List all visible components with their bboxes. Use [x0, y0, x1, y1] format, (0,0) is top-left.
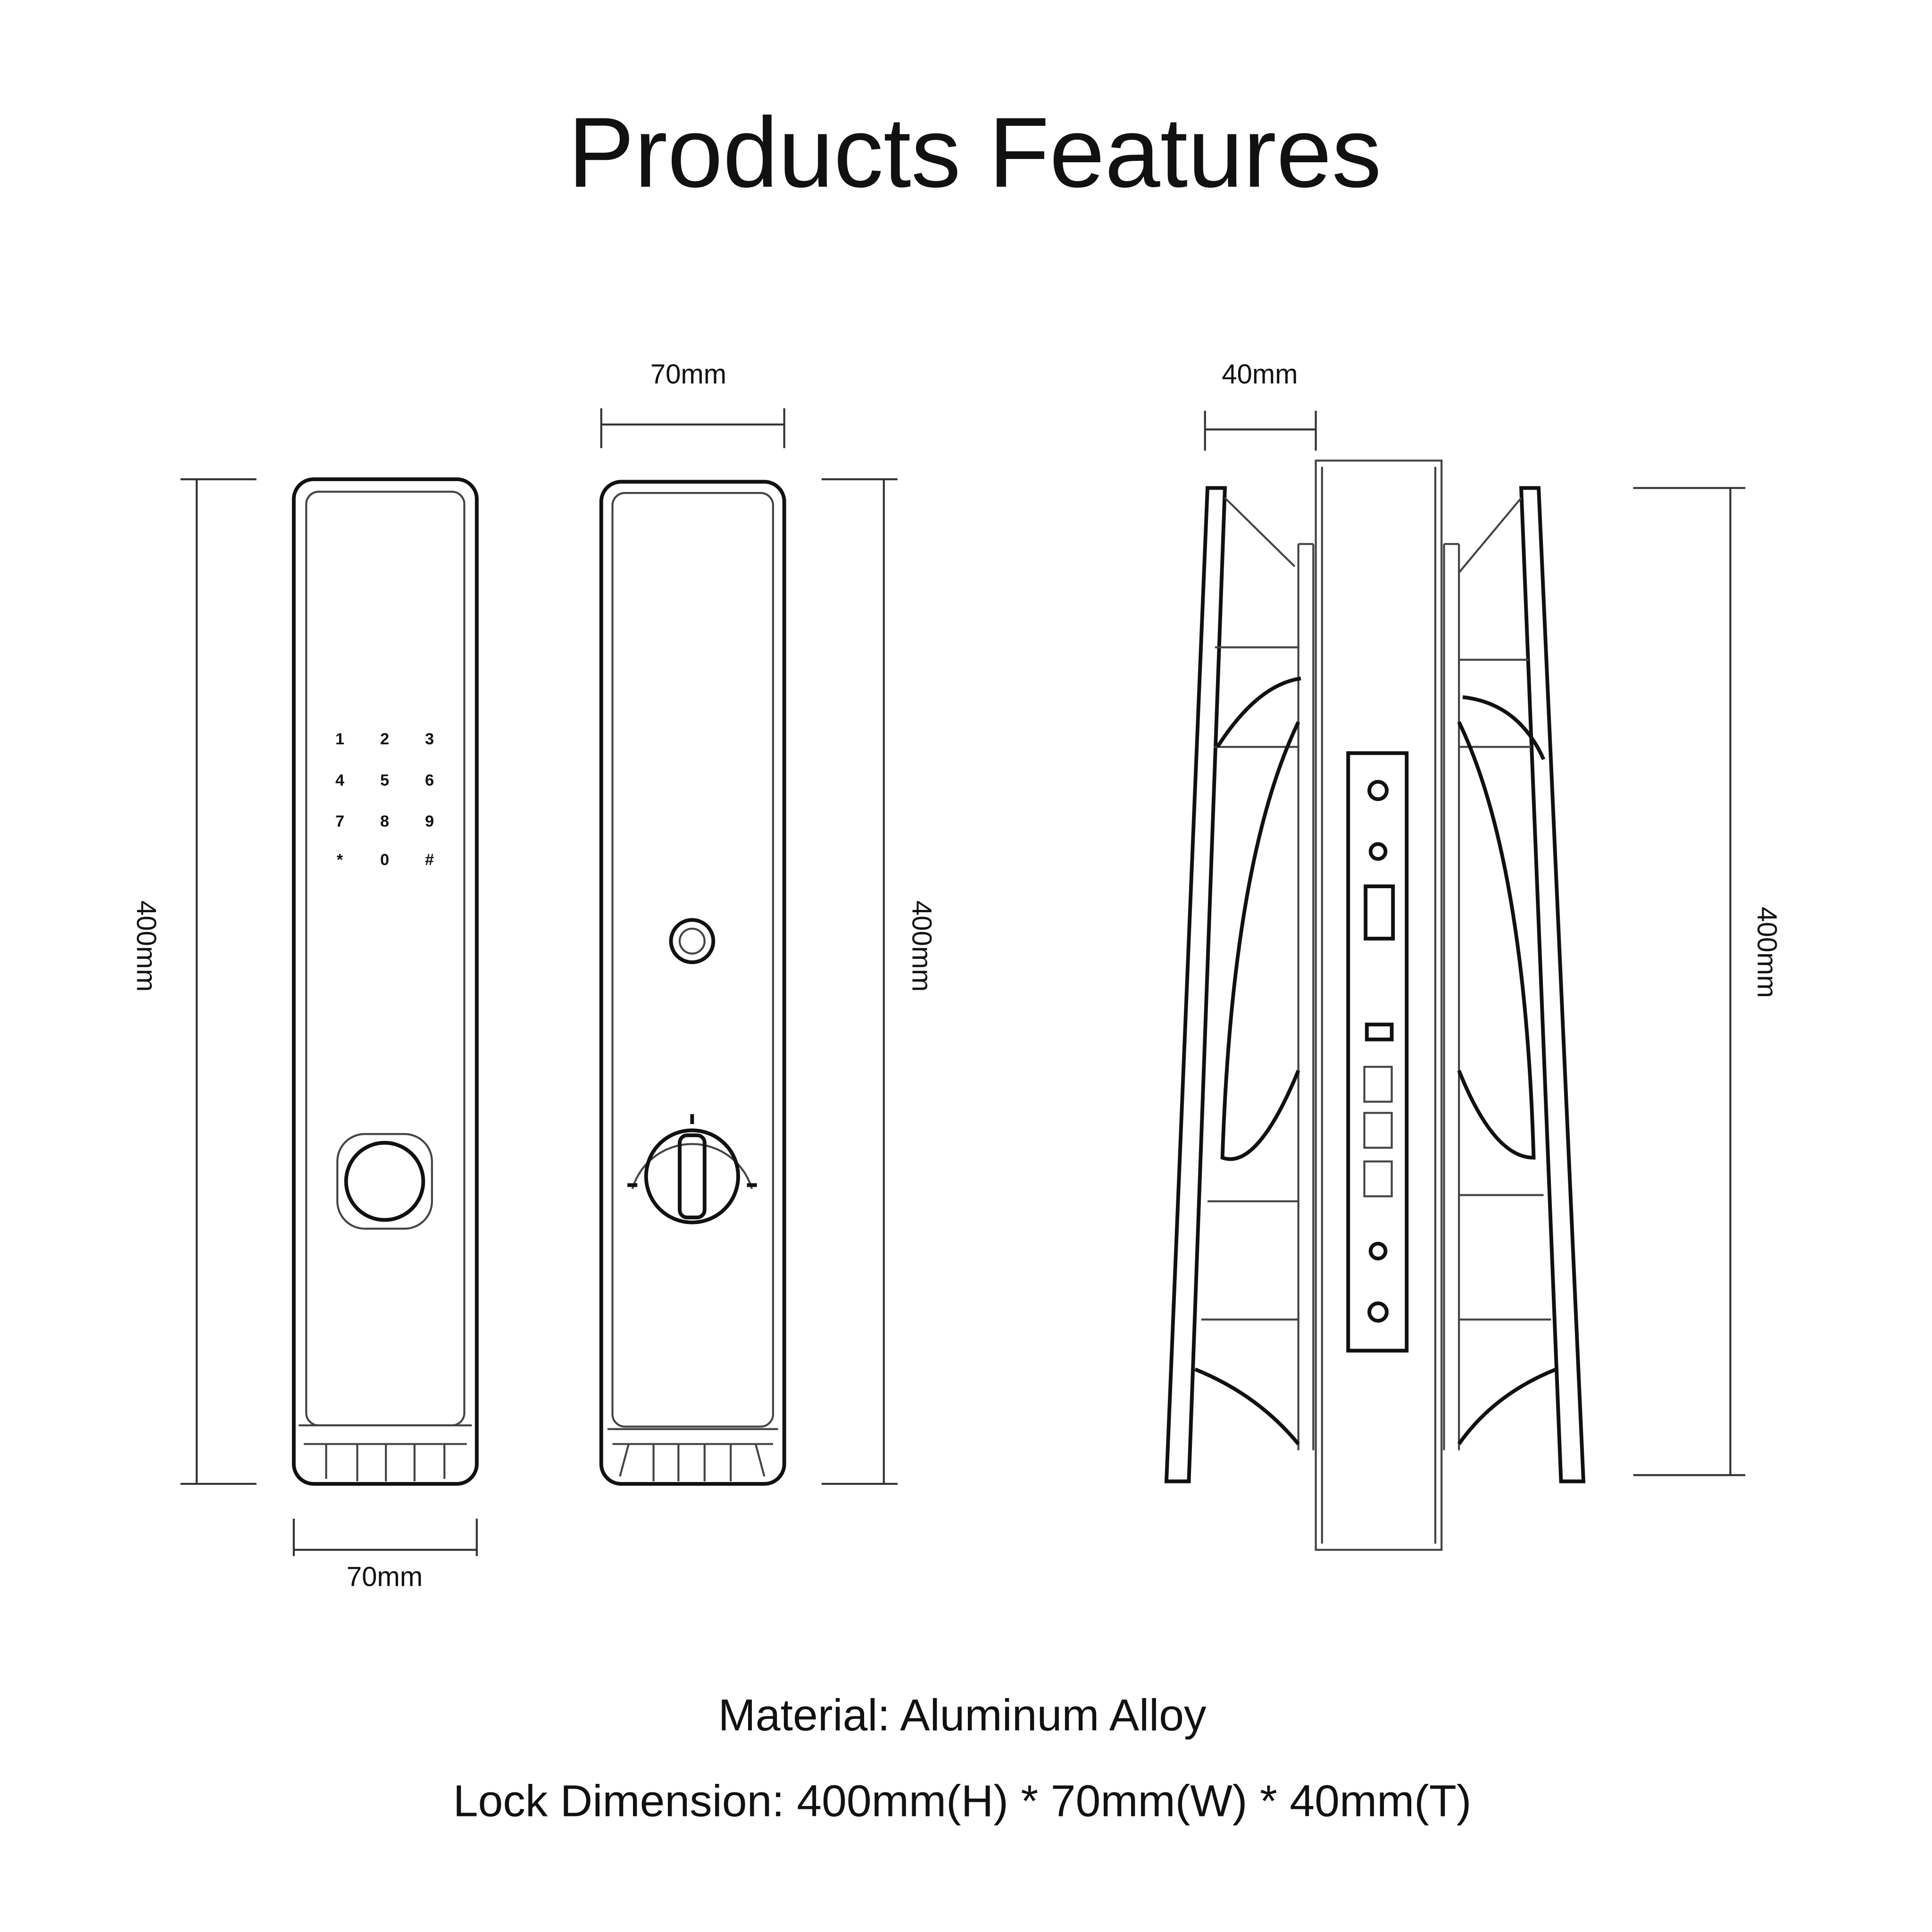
side-height-dimension: 400mm [1633, 487, 1782, 1476]
front-view: 1 2 3 4 5 6 7 8 9 * 0 # 400mm 70mm [131, 477, 479, 1592]
dimension-spec: Lock Dimension: 400mm(H) * 70mm(W) * 40m… [453, 1776, 1472, 1826]
front-height-dimension: 400mm [131, 478, 257, 1485]
keypad-key[interactable]: # [425, 851, 434, 869]
front-height-label: 400mm [131, 900, 161, 992]
keypad-key[interactable]: 9 [425, 812, 434, 830]
keypad-key[interactable]: 4 [335, 771, 344, 789]
keypad-key[interactable]: * [337, 851, 343, 869]
keypad: 1 2 3 4 5 6 7 8 9 * 0 # [335, 730, 434, 869]
keypad-key[interactable]: 7 [335, 812, 344, 830]
keypad-key[interactable]: 8 [380, 812, 389, 830]
keypad-key[interactable]: 2 [380, 730, 389, 748]
material-spec: Material: Aluminum Alloy [718, 1690, 1207, 1740]
back-height-label: 400mm [907, 900, 937, 992]
side-height-label: 400mm [1752, 907, 1782, 998]
keypad-key[interactable]: 6 [425, 771, 434, 789]
back-view: 70mm 400mm [599, 359, 937, 1486]
keyhole-icon [669, 918, 716, 965]
front-width-dimension: 70mm [292, 1518, 478, 1592]
side-thickness-dimension: 40mm [1204, 359, 1317, 451]
back-height-dimension: 400mm [821, 478, 937, 1485]
keypad-key[interactable]: 5 [380, 771, 389, 789]
thumb-turn-icon[interactable] [627, 1114, 757, 1224]
side-thickness-label: 40mm [1222, 359, 1298, 390]
back-width-label: 70mm [650, 359, 726, 390]
fingerprint-icon [336, 1133, 433, 1230]
side-view: 40mm 400mm [1164, 359, 1782, 1551]
page-title: Products Features [568, 97, 1382, 208]
back-width-dimension: 70mm [600, 359, 785, 449]
front-width-label: 70mm [347, 1561, 423, 1592]
keypad-key[interactable]: 3 [425, 730, 434, 748]
keypad-key[interactable]: 0 [380, 851, 389, 869]
faceplate [1346, 751, 1409, 1353]
keypad-key[interactable]: 1 [335, 730, 344, 748]
